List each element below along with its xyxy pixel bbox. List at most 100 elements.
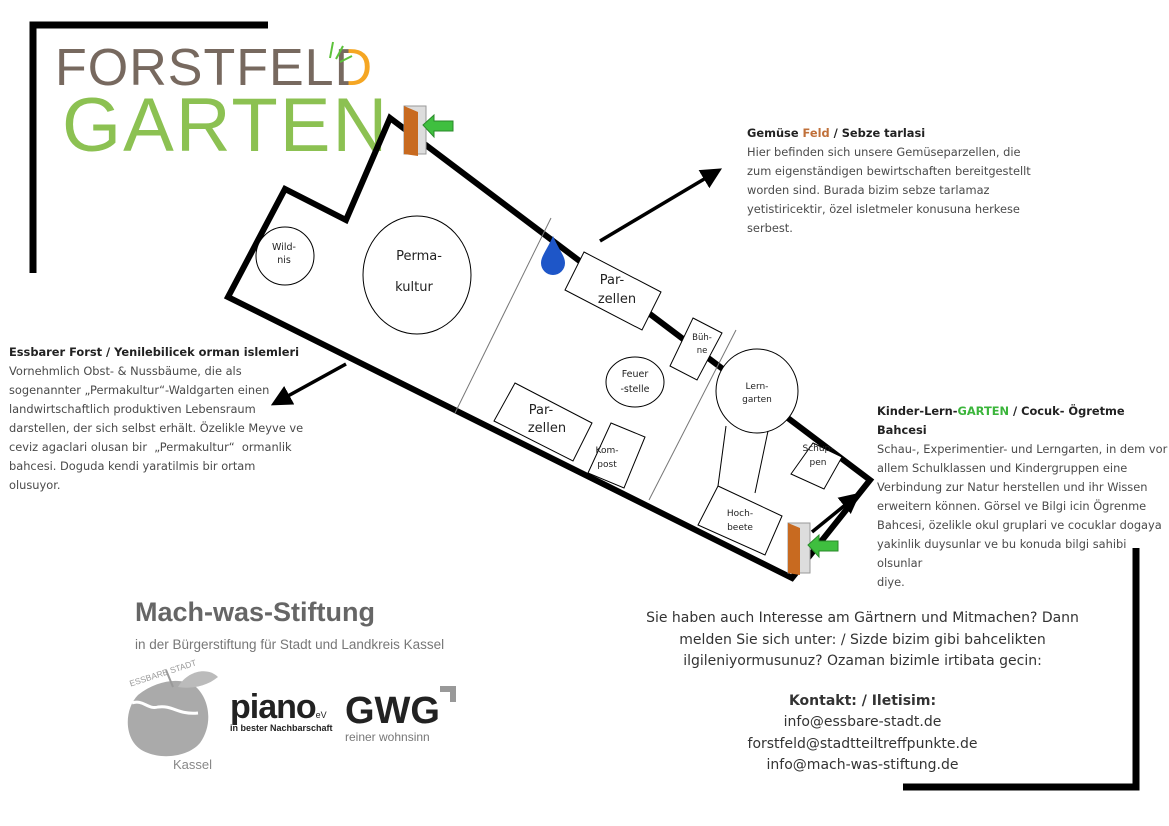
text-line: Hier befinden sich unsere Gemüseparzelle… — [747, 145, 1021, 159]
text-line: Vornehmlich Obst- & Nussbäume, die als — [9, 364, 242, 378]
label-feuerstelle: Feuer — [622, 369, 649, 380]
label-kompost: post — [597, 460, 617, 470]
label-lerngarten: Lern- — [746, 382, 769, 392]
text-line: ceviz agaclari olusan bir „Permakultur“ … — [9, 440, 292, 454]
logo-feld: FEL — [236, 39, 335, 97]
piano-suffix: eV — [315, 710, 327, 720]
gwg-logo: GWG reiner wohnsinn — [345, 692, 440, 744]
sponsor-subtitle: in der Bürgerstiftung für Stadt und Land… — [135, 637, 445, 652]
feuerstelle-area — [605, 356, 665, 408]
gemuese-title: Gemüse Feld / Sebze tarlasi — [747, 124, 1031, 143]
label-wildnis: nis — [277, 255, 291, 266]
essbare-stadt-logo — [127, 669, 218, 757]
wildnis-area — [255, 226, 315, 286]
entrance-arrow-icon — [422, 113, 454, 139]
title-part: / Sebze tarlasi — [829, 126, 926, 140]
logo-forst: FORST — [55, 39, 237, 97]
label-buehne: Büh- — [692, 333, 712, 343]
contact-intro-line: Sie haben auch Interesse am Gärtnern und… — [646, 610, 1079, 626]
text-line: sogenannter „Permakultur“-Waldgarten ein… — [9, 383, 270, 397]
label-feuerstelle: -stelle — [620, 384, 649, 395]
contact-intro-line: ilgileniyormusunuz? Ozaman bizimle irtib… — [683, 653, 1042, 669]
schuppen-area — [790, 442, 843, 490]
exit-door-icon — [787, 522, 811, 575]
label-permakultur: kultur — [395, 280, 433, 295]
text-line: serbest. — [747, 221, 793, 235]
piano-logo: pianoeV in bester Nachbarschaft — [230, 688, 333, 733]
contact-email[interactable]: info@mach-was-stiftung.de — [766, 757, 959, 773]
text-line: diye. — [877, 575, 905, 589]
forst-description: Essbarer Forst / Yenilebilicek orman isl… — [9, 343, 303, 495]
text-line: yakinlik duysunlar ve bu konuda bilgi sa… — [877, 537, 1127, 570]
text-line: Bahcesi, özelikle okul gruplari ve cocuk… — [877, 518, 1162, 532]
title-part: Gemüse — [747, 126, 803, 140]
logo-forstfeld: FORSTFELD — [55, 42, 373, 94]
text-line: olusuyor. — [9, 478, 61, 492]
pointer-arrow-kinder — [810, 492, 861, 534]
kompost-area — [587, 422, 646, 489]
label-wildnis: Wild- — [272, 242, 296, 253]
label-kompost: Kom- — [596, 446, 619, 456]
title-part-garten: GARTEN — [957, 404, 1010, 418]
pointer-arrow-gemuese — [599, 168, 723, 243]
title-part-feld: Feld — [802, 126, 830, 140]
water-drop-icon — [541, 236, 565, 275]
text-line: landwirtschaftlich produktiven Lebensrau… — [9, 402, 256, 416]
piano-tagline: in bester Nachbarschaft — [230, 723, 333, 733]
lerngarten-area — [715, 348, 799, 434]
kinder-title: Kinder-Lern-GARTEN / Cocuk- Ögretme Bahc… — [877, 402, 1169, 440]
title-part: Kinder-Lern- — [877, 404, 958, 418]
frame-bottom-right — [903, 548, 1140, 791]
essbare-stadt-city: Kassel — [173, 757, 213, 772]
text-line: bahcesi. Doguda kendi yaratilmis bir ort… — [9, 459, 256, 473]
sponsor-title: Mach-was-Stiftung — [135, 597, 375, 627]
label-schuppen: pen — [810, 458, 827, 468]
label-hochbeete: Hoch- — [727, 509, 753, 519]
parzellen-bottom-area — [493, 382, 593, 462]
title-part: / Cocuk- Ögretme Bahcesi — [877, 404, 1125, 437]
forst-title: Essbarer Forst / Yenilebilicek orman isl… — [9, 345, 300, 359]
text-line: zum eigenständigen bewirtschaften bereit… — [747, 164, 1031, 178]
text-line: Schau-, Experimentier- und Lerngarten, i… — [877, 442, 1168, 456]
contact-email[interactable]: forstfeld@stadtteiltreffpunkte.de — [747, 735, 978, 752]
permakultur-area — [362, 215, 472, 335]
logo-garten: GARTEN — [62, 83, 390, 168]
path-line — [717, 425, 727, 487]
entrance-arrow-icon — [807, 533, 839, 559]
label-parzellen: Par- — [600, 273, 625, 288]
label-parzellen: zellen — [598, 292, 636, 307]
gwg-name: GWG — [345, 690, 440, 732]
hochbeete-area — [697, 485, 783, 556]
label-schuppen: Schup- — [802, 444, 833, 454]
label-hochbeete: beete — [727, 523, 753, 533]
zone-divider-1 — [454, 217, 552, 414]
contact-section: Sie haben auch Interesse am Gärtnern und… — [630, 608, 1095, 777]
text-line: worden sind. Burada bizim sebze tarlamaz — [747, 183, 990, 197]
text-line: darstellen, der sich selbst erhält. Özel… — [9, 421, 304, 435]
sun-rays-icon — [329, 41, 353, 63]
text-line: Verbindung zur Natur herstellen und ihr … — [877, 480, 1148, 494]
gemuese-description: Gemüse Feld / Sebze tarlasi Hier befinde… — [747, 124, 1031, 238]
parzellen-top-area — [564, 251, 662, 331]
text-line: erweitern können. Görsel ve Bilgi icin Ö… — [877, 499, 1147, 513]
contact-email[interactable]: info@essbare-stadt.de — [783, 714, 942, 730]
entrance-door-icon — [403, 105, 427, 156]
label-permakultur: Perma- — [396, 249, 442, 264]
zone-divider-2 — [648, 329, 737, 501]
buehne-area — [669, 317, 723, 381]
piano-name: piano — [230, 688, 317, 726]
gwg-corner-mark — [440, 686, 456, 702]
label-buehne: ne — [697, 346, 708, 356]
contact-heading: Kontakt: / Iletisim: — [788, 692, 937, 709]
label-lerngarten: garten — [742, 395, 772, 405]
frame-top-left — [29, 21, 268, 273]
text-line: allem Schulklassen und Kindergruppen ein… — [877, 461, 1128, 475]
gwg-tagline: reiner wohnsinn — [345, 730, 430, 744]
pointer-arrow-forst — [270, 362, 347, 406]
contact-intro-line: melden Sie sich unter: / Sizde bizim gib… — [679, 631, 1046, 648]
label-parzellen: Par- — [529, 403, 554, 418]
garden-outline — [223, 113, 875, 582]
kinder-description: Kinder-Lern-GARTEN / Cocuk- Ögretme Bahc… — [877, 402, 1169, 592]
